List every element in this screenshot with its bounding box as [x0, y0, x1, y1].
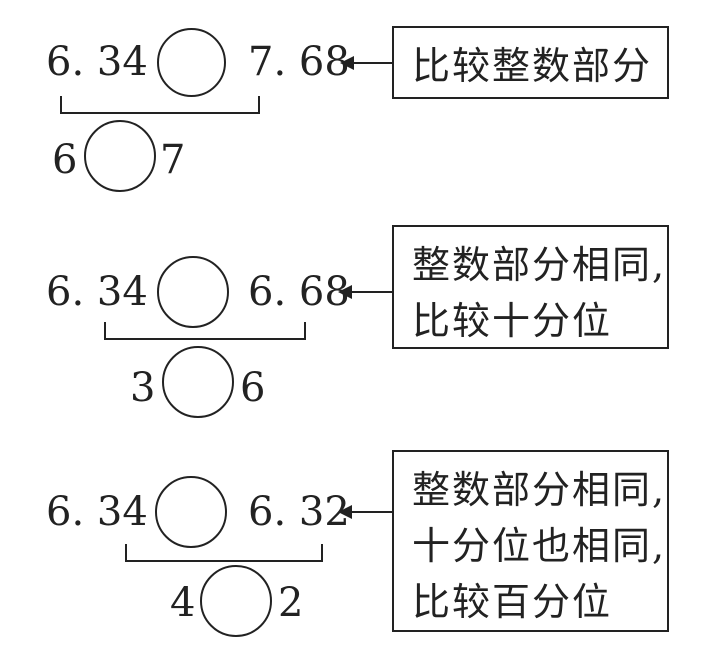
- left-number: 6. 34: [46, 269, 148, 315]
- sub-left-digit: 6: [52, 137, 78, 183]
- sub-right-digit: 2: [278, 580, 304, 626]
- sub-comparison-circle[interactable]: [200, 565, 272, 637]
- hint-line: 整数部分相同,: [412, 468, 667, 512]
- sub-right-digit: 7: [160, 137, 186, 183]
- sub-comparison-circle[interactable]: [162, 346, 234, 418]
- hint-line: 比较十分位: [412, 299, 613, 343]
- arrow-icon: [338, 505, 392, 519]
- bracket: [125, 544, 323, 562]
- comparison-circle[interactable]: [155, 476, 227, 548]
- comparison-circle[interactable]: [157, 28, 226, 97]
- comparison-circle[interactable]: [157, 256, 229, 328]
- left-number: 6. 34: [46, 39, 148, 85]
- hint-box: 整数部分相同, 比较十分位: [392, 225, 669, 349]
- arrow-icon: [340, 56, 392, 70]
- right-number: 6. 68: [248, 269, 350, 315]
- right-number: 7. 68: [248, 39, 350, 85]
- sub-left-digit: 4: [170, 580, 196, 626]
- hint-line: 十分位也相同,: [412, 524, 667, 568]
- sub-right-digit: 6: [240, 365, 266, 411]
- hint-line: 比较整数部分: [412, 44, 653, 88]
- hint-box: 整数部分相同, 十分位也相同, 比较百分位: [392, 450, 669, 632]
- arrow-icon: [338, 285, 392, 299]
- bracket: [60, 96, 260, 114]
- bracket: [104, 322, 306, 340]
- right-number: 6. 32: [248, 489, 350, 535]
- sub-comparison-circle[interactable]: [84, 120, 156, 192]
- hint-box: 比较整数部分: [392, 26, 669, 99]
- hint-line: 比较百分位: [412, 580, 613, 624]
- left-number: 6. 34: [46, 489, 148, 535]
- hint-line: 整数部分相同,: [412, 243, 667, 287]
- sub-left-digit: 3: [130, 365, 156, 411]
